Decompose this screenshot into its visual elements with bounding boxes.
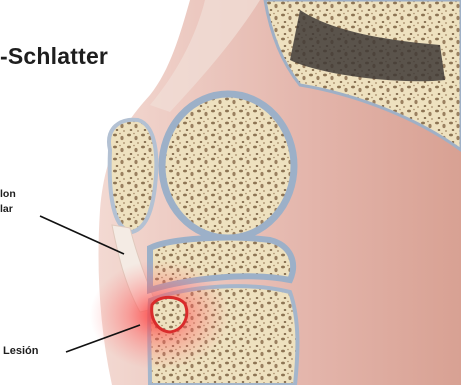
- femoral-condyle: [162, 94, 294, 238]
- lesion-label: Lesión: [3, 345, 38, 357]
- tendon-label-line1: lon: [0, 188, 16, 200]
- patella: [109, 120, 156, 232]
- lesion-fragment: [152, 297, 187, 332]
- tendon-label-line2: lar: [0, 203, 13, 215]
- diagram-title: -Schlatter: [0, 43, 108, 70]
